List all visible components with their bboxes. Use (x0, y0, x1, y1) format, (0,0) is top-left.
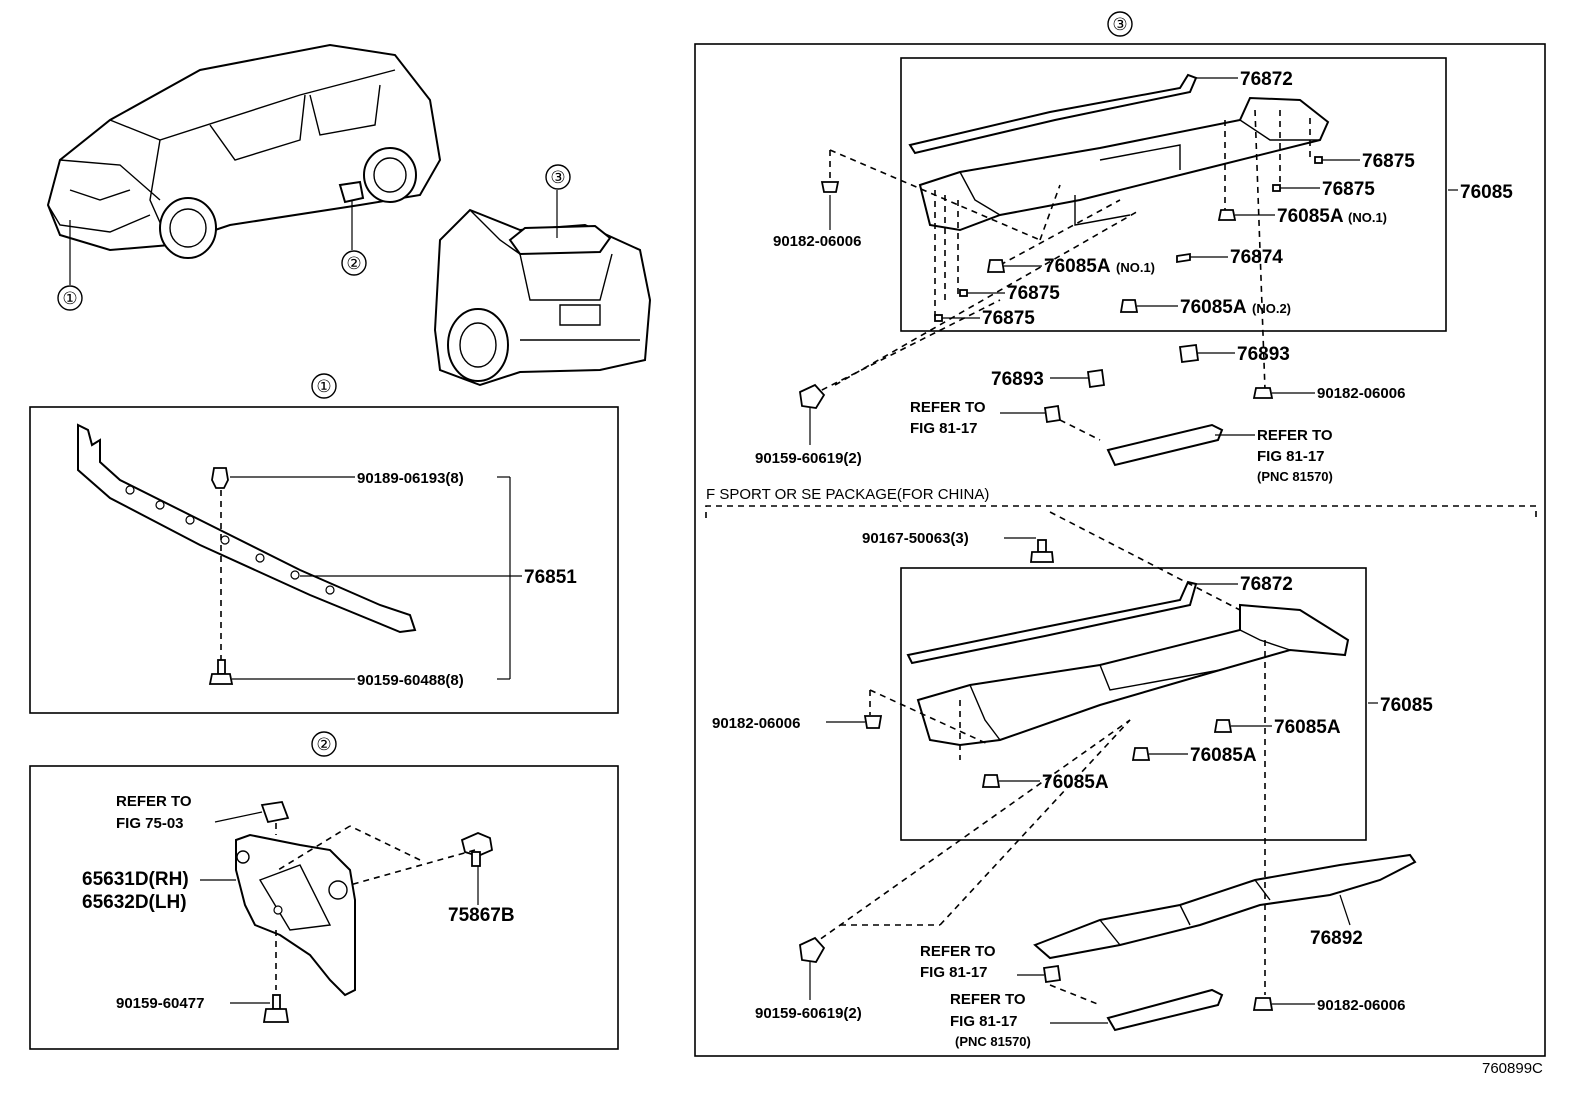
label-no1-right: (NO.1) (1348, 210, 1387, 225)
label-76875-c: 76875 (1007, 283, 1060, 304)
spoiler-76085-bottom (916, 603, 1350, 747)
label-76851: 76851 (524, 567, 577, 588)
label-65631d: 65631D(RH) (82, 869, 189, 890)
label-76872-top: 76872 (1240, 69, 1293, 90)
label-76085-top: 76085 (1460, 182, 1513, 203)
label-90182-06006-bottom-left: 90182-06006 (712, 715, 800, 732)
label-refer-to-top-2: REFER TO (1257, 427, 1333, 444)
label-90159-60477: 90159-60477 (116, 995, 204, 1012)
screw-90159-60488-icon (208, 659, 234, 685)
section-bracket (705, 505, 1537, 518)
label-76874: 76874 (1230, 247, 1283, 268)
screw-90159-60477-icon (262, 994, 290, 1023)
label-76893-left: 76893 (991, 369, 1044, 390)
label-refer-to-top-1: REFER TO (910, 399, 986, 416)
label-fig-81-17-top-1: FIG 81-17 (910, 420, 978, 437)
label-fig-81-17-top-2: FIG 81-17 (1257, 448, 1325, 465)
label-refer-to-bottom-1: REFER TO (920, 943, 996, 960)
dashed-guides-bottom (811, 511, 1266, 1006)
label-90182-06006-top-left: 90182-06006 (773, 233, 861, 250)
label-76085a-no1-left: 76085A (1044, 256, 1111, 277)
label-76875-a: 76875 (1362, 151, 1415, 172)
panel-3-frame (694, 43, 1546, 1057)
mudguard-65631d-65632d (235, 833, 356, 997)
label-pnc-81570-bottom: (PNC 81570) (955, 1034, 1031, 1049)
label-refer-to-75: REFER TO (116, 793, 192, 810)
label-90159-60488: 90159-60488(8) (357, 672, 464, 689)
vehicle-rear-illustration (433, 190, 652, 387)
label-75867b: 75867B (448, 905, 515, 926)
label-76085a-no1-right: 76085A (1277, 206, 1344, 227)
panel-1-header: ① (311, 373, 337, 399)
label-76085-bottom: 76085 (1380, 695, 1433, 716)
spoiler-76085-top (918, 96, 1330, 232)
label-76085a-bottom-3: 76085A (1042, 772, 1109, 793)
svg-text:②: ② (316, 735, 331, 754)
callout-3-overview: ③ (545, 164, 571, 190)
label-pnc-81570-top: (PNC 81570) (1257, 469, 1333, 484)
leaders-bottom (809, 537, 1378, 1024)
label-refer-to-bottom-2: REFER TO (950, 991, 1026, 1008)
dashed-guides-top (811, 109, 1311, 441)
label-76085a-bottom-2: 76085A (1190, 745, 1257, 766)
figure-code: 760899C (1482, 1060, 1543, 1077)
svg-text:①: ① (62, 289, 77, 308)
panel-2-frame (29, 765, 619, 1050)
diffuser-76892 (1033, 853, 1417, 960)
label-76085a-bottom-1: 76085A (1274, 717, 1341, 738)
label-76085a-no2: 76085A (1180, 297, 1247, 318)
callout-1-overview: ① (57, 285, 83, 311)
section-header-f-sport: F SPORT OR SE PACKAGE(FOR CHINA) (706, 486, 989, 503)
label-no1-left: (NO.1) (1116, 260, 1155, 275)
leaders-top (809, 77, 1458, 445)
label-fig-81-17-bottom-1: FIG 81-17 (920, 964, 988, 981)
label-fig-75-03: FIG 75-03 (116, 815, 184, 832)
svg-text:②: ② (346, 254, 361, 273)
label-76872-bottom: 76872 (1240, 574, 1293, 595)
fasteners-bottom (799, 539, 1274, 1032)
callout-2-overview: ② (341, 250, 367, 276)
bumper-spoiler-76851 (77, 423, 417, 634)
label-90189-06193: 90189-06193(8) (357, 470, 464, 487)
label-76875-d: 76875 (982, 308, 1035, 329)
clip-90189-icon (211, 467, 229, 489)
label-90159-60619-bottom: 90159-60619(2) (755, 1005, 862, 1022)
svg-text:③: ③ (1112, 15, 1127, 34)
vehicle-front-illustration (46, 43, 442, 285)
panel-3-header: ③ (1107, 11, 1133, 37)
label-90159-60619-top: 90159-60619(2) (755, 450, 862, 467)
label-90182-06006-top-right: 90182-06006 (1317, 385, 1405, 402)
svg-text:③: ③ (550, 168, 565, 187)
label-76893-right: 76893 (1237, 344, 1290, 365)
panel-2-header: ② (311, 731, 337, 757)
label-65632d: 65632D(LH) (82, 892, 187, 913)
label-90167-50063: 90167-50063(3) (862, 530, 969, 547)
label-90182-06006-bottom-right: 90182-06006 (1317, 997, 1405, 1014)
label-76875-b: 76875 (1322, 179, 1375, 200)
label-76892: 76892 (1310, 928, 1363, 949)
clip-fig75-icon (260, 801, 290, 824)
label-fig-81-17-bottom-2: FIG 81-17 (950, 1013, 1018, 1030)
svg-text:①: ① (316, 377, 331, 396)
label-no2: (NO.2) (1252, 301, 1291, 316)
clip-75867b-icon (460, 832, 494, 867)
panel-1-frame (29, 406, 619, 714)
top-inner-frame (900, 57, 1447, 332)
